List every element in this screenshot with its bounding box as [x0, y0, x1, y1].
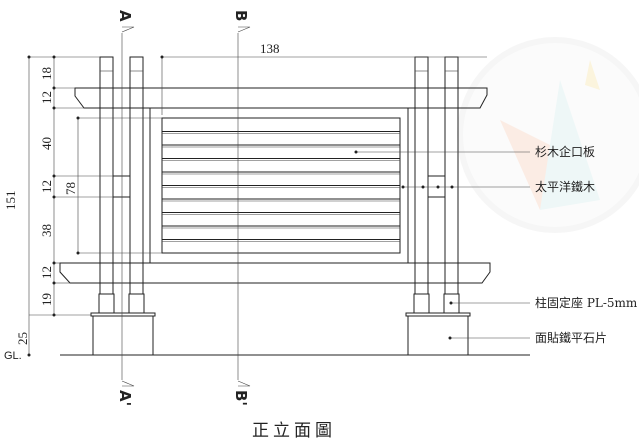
label-frame: 太平洋鐵木 — [535, 179, 595, 194]
panel-frame-inner — [149, 107, 409, 264]
section-label-a-top: A — [116, 10, 134, 22]
leader-lines — [354, 150, 530, 340]
label-boards: 杉木企口板 — [535, 144, 595, 159]
dim-12-bottom: 12 — [39, 266, 54, 279]
section-label-b-top: B — [232, 10, 250, 21]
dimension-lines — [28, 56, 487, 355]
stone-base-left — [92, 315, 154, 356]
dim-width: 138 — [260, 41, 280, 56]
label-post-base: 柱固定座 PL-5mm — [535, 295, 638, 310]
posts — [99, 56, 459, 295]
watermark-logo — [457, 37, 639, 233]
dim-12-top: 12 — [39, 91, 54, 104]
label-stone: 面貼鐵平石片 — [535, 330, 607, 345]
section-label-a-bottom: A' — [116, 390, 134, 406]
stone-base-right — [407, 315, 469, 356]
dim-40: 40 — [39, 137, 54, 150]
dim-38: 38 — [39, 224, 54, 237]
base-plate-right — [405, 312, 471, 317]
dim-19: 19 — [39, 293, 54, 306]
section-label-b-bottom: B' — [232, 390, 250, 406]
dimension-dots — [27, 55, 164, 357]
dim-25: 25 — [15, 332, 30, 345]
ground-level-label: GL. — [4, 350, 22, 362]
wood-boards — [161, 117, 401, 254]
dim-total-height: 151 — [3, 191, 18, 211]
dim-12-mid: 12 — [39, 180, 54, 193]
base-plate-left — [90, 312, 156, 317]
dim-18: 18 — [39, 67, 54, 80]
section-line-a — [121, 26, 135, 387]
post-sleeves — [98, 293, 460, 314]
section-line-b — [237, 26, 251, 387]
drawing-title: 正立面圖 — [252, 421, 336, 441]
dim-78: 78 — [63, 182, 78, 195]
bottom-beam — [59, 262, 491, 284]
top-beam — [74, 87, 488, 109]
